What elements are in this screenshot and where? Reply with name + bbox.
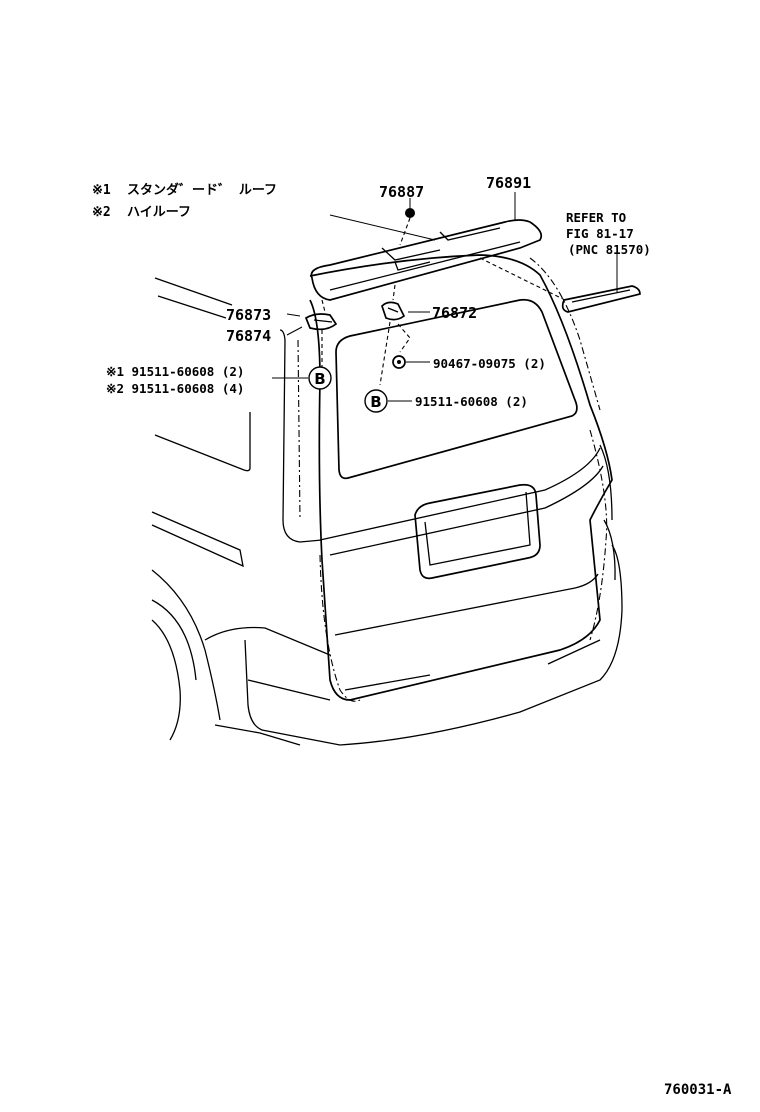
clip-76887 [399,198,415,246]
callout-b-right-letter: B [370,393,381,411]
stop-lamp [479,250,641,313]
note-2-mark: ※2 [92,205,111,220]
note-1-mark: ※1 [92,183,111,198]
refer-note: REFER TO FIG 81-17 (PNC 81570) [566,210,651,257]
rear-spoiler [310,214,543,301]
nut-90467 [392,323,411,369]
label-b-left-2: ※2 91511-60608 (4) [106,381,244,396]
label-76891: 76891 [486,174,531,192]
legend-notes: ※1 スタンダ゛ード゛ ルーフ ※2 ハイルーフ [92,182,277,220]
label-b-right: 91511-60608 (2) [415,394,528,409]
leader-lines [272,192,516,402]
bracket-76872 [379,284,406,386]
label-b-left-1: ※1 91511-60608 (2) [106,364,244,379]
bracket-76873-76874 [304,299,338,372]
note-1-text: スタンダ゛ード゛ ルーフ [127,182,277,198]
label-76887: 76887 [379,183,424,201]
callout-b-right: B [364,389,388,413]
refer-line-2: FIG 81-17 [566,226,634,241]
label-76872: 76872 [432,304,477,322]
label-76873: 76873 [226,306,271,324]
figure-code: 760031-A [664,1082,732,1098]
label-76874: 76874 [226,327,271,345]
callout-b-left: B [308,366,332,390]
refer-line-3: (PNC 81570) [568,242,651,257]
label-90467: 90467-09075 (2) [433,356,546,371]
vehicle-body [151,254,623,746]
note-2-text: ハイルーフ [127,205,191,220]
refer-line-1: REFER TO [566,210,626,225]
callout-b-left-letter: B [314,370,325,388]
